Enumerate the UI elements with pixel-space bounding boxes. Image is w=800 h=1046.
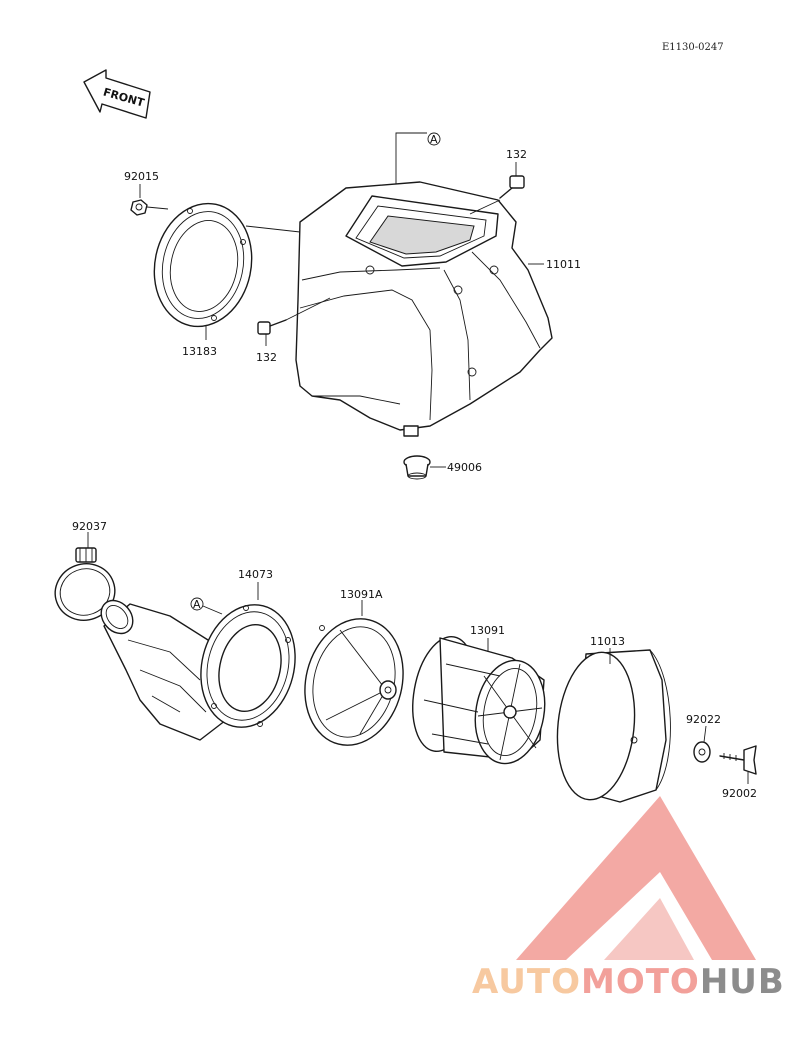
part-13091-cage: 13091: [412, 624, 546, 765]
label-92037: 92037: [72, 520, 107, 533]
callout-a-lower: A: [190, 597, 223, 615]
label-92015: 92015: [124, 170, 159, 183]
label-11011: 11011: [546, 258, 581, 271]
front-arrow-icon: FRONT: [83, 69, 151, 119]
label-132-left: 132: [256, 351, 277, 364]
label-13183: 13183: [182, 345, 217, 358]
svg-text:A: A: [193, 598, 201, 611]
watermark-hub: HUB: [699, 962, 785, 1002]
label-49006: 49006: [447, 461, 482, 474]
part-132-bolt-right: 132: [469, 148, 527, 215]
svg-text:A: A: [430, 133, 438, 146]
part-13091a-plate: 13091A: [304, 588, 404, 746]
part-92037-clamp: 92037: [54, 520, 116, 621]
part-132-bolt-left: 132: [256, 297, 331, 364]
part-14073-intake-duct: 14073: [100, 568, 296, 741]
part-49006-drain-plug: 49006: [403, 455, 482, 480]
part-13183-gasket: 13183: [153, 202, 301, 358]
label-13091a: 13091A: [340, 588, 383, 601]
part-11013-filter-element: 11013: [556, 635, 671, 803]
watermark-logo-icon: [516, 796, 756, 960]
label-92022: 92022: [686, 713, 721, 726]
watermark-wordmark: AUTOMOTOHUB: [472, 962, 785, 1002]
part-92002-wing-bolt: 92002: [719, 745, 757, 800]
label-132-right: 132: [506, 148, 527, 161]
label-13091: 13091: [470, 624, 505, 637]
label-14073: 14073: [238, 568, 273, 581]
watermark-moto: MOTO: [580, 962, 700, 1002]
air-cleaner-housing: [295, 181, 553, 437]
watermark-auto: AUTO: [472, 962, 581, 1002]
part-92022-washer: 92022: [686, 713, 721, 763]
label-11013: 11013: [590, 635, 625, 648]
ref-code: E1130-0247: [662, 42, 724, 53]
label-92002: 92002: [722, 787, 757, 800]
part-92015-nut: 92015: [124, 170, 169, 216]
